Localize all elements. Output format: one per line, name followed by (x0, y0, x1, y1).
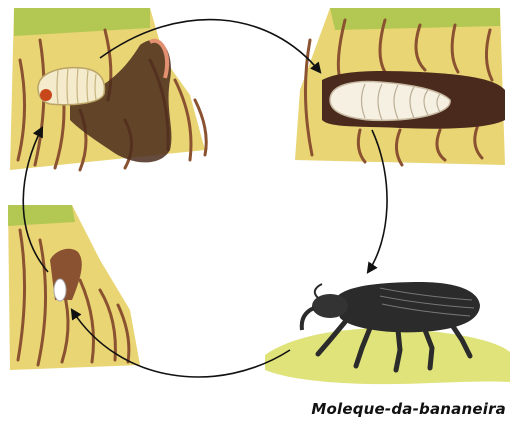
diagram-caption: Moleque-da-bananeira (311, 400, 506, 418)
egg-icon (54, 279, 66, 301)
pupa-stage (295, 8, 505, 165)
egg-stage (8, 205, 140, 370)
adult-stage (265, 282, 510, 384)
larva-icon (38, 68, 104, 105)
larva-stage (10, 8, 206, 170)
